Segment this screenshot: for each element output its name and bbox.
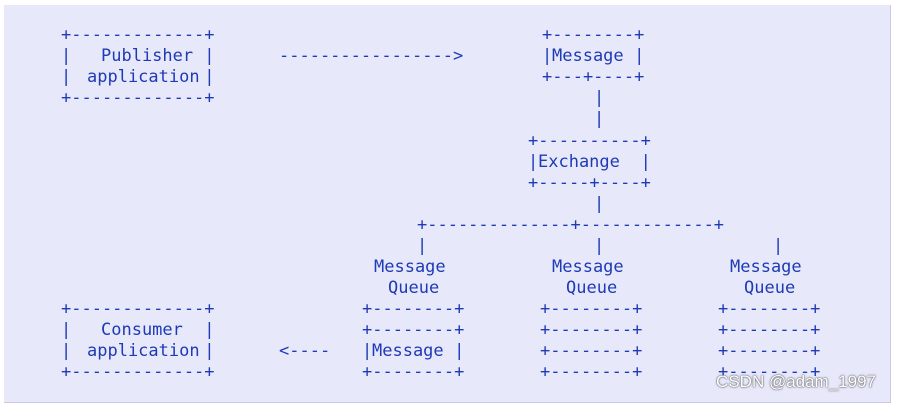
consumer-box-border-bottom: +-------------+ bbox=[61, 362, 215, 382]
consumer-label-line1: Consumer bbox=[101, 320, 183, 340]
bus-drop-queue-1: | bbox=[417, 236, 428, 256]
publisher-box-border-top: +-------------+ bbox=[61, 25, 215, 45]
queue-3-slots: +--------+ +--------+ +--------+ +------… bbox=[718, 299, 821, 382]
exchange-border-bottom: +-----+----+ bbox=[528, 173, 651, 193]
message-top-label: Message bbox=[552, 46, 624, 66]
message-top-border-bottom: +---+----+ bbox=[542, 67, 645, 87]
publish-arrow: -----------------> bbox=[279, 46, 464, 66]
consume-arrow: <---- bbox=[279, 341, 331, 361]
bus-drop-queue-2: | bbox=[594, 236, 605, 256]
message-top-border-top: +--------+ bbox=[542, 25, 645, 45]
consumer-label-line2: application bbox=[87, 341, 200, 361]
queue-3-label-line1: Message bbox=[730, 257, 802, 277]
publisher-label-line1: Publisher bbox=[101, 46, 194, 66]
publisher-box-border-sides: | | | | bbox=[61, 46, 215, 87]
queue-2-slots: +--------+ +--------+ +--------+ +------… bbox=[540, 299, 643, 382]
queue-2-label-line1: Message bbox=[552, 257, 624, 277]
exchange-bus-connector: | bbox=[594, 194, 605, 214]
exchange-border-top: +----------+ bbox=[528, 131, 651, 151]
consumer-box-border-sides: | | | | bbox=[61, 320, 215, 361]
queue-1-label-line2: Queue bbox=[388, 278, 440, 298]
queue-1-message-label: Message bbox=[372, 341, 444, 361]
queue-1-slots: +--------+ +--------+ | | +--------+ bbox=[362, 299, 465, 382]
consumer-box-border-top: +-------------+ bbox=[61, 299, 215, 319]
message-top-border-sides: | | bbox=[542, 46, 645, 66]
distribution-bus: +--------------+-------------+ bbox=[417, 215, 725, 235]
exchange-border-sides: | | bbox=[528, 152, 651, 172]
queue-1-label-line1: Message bbox=[374, 257, 446, 277]
diagram-canvas: +-------------+ | | | | +-------------+ … bbox=[4, 5, 891, 403]
csdn-watermark: CSDN @adam_1997 bbox=[716, 372, 876, 391]
exchange-label: Exchange bbox=[538, 152, 620, 172]
bus-drop-queue-3: | bbox=[773, 236, 784, 256]
message-exchange-connector: | | bbox=[594, 88, 605, 129]
queue-2-label-line2: Queue bbox=[566, 278, 618, 298]
queue-3-label-line2: Queue bbox=[744, 278, 796, 298]
publisher-label-line2: application bbox=[87, 67, 200, 87]
publisher-box-border-bottom: +-------------+ bbox=[61, 88, 215, 108]
